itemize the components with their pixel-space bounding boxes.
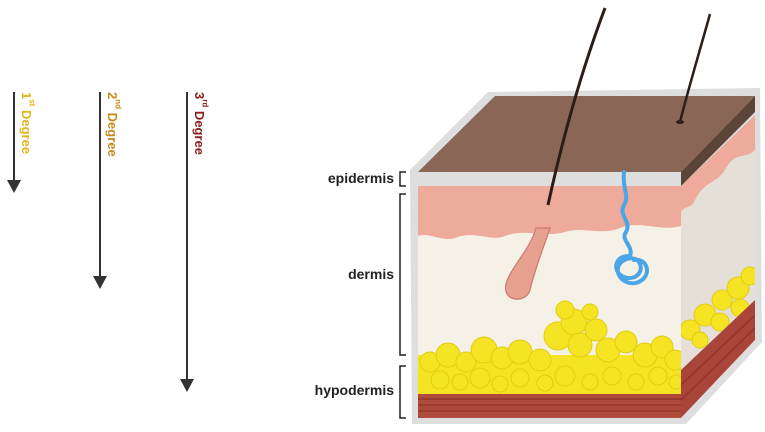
degree-label-3: 3rd Degree: [192, 92, 210, 155]
fat-layer: [418, 300, 681, 395]
skin-side-face: [681, 115, 755, 418]
degree-arrow-1: [7, 92, 21, 193]
hypodermis-muscle: [418, 394, 681, 418]
skin-front-face: [418, 186, 681, 418]
degree-label-2: 2nd Degree: [105, 92, 123, 157]
label-epidermis: epidermis: [327, 170, 394, 186]
degree-arrow-2: [93, 92, 107, 289]
degree-label-1: 1st Degree: [19, 92, 37, 155]
hair-strands: [546, 7, 712, 206]
degree-suffix: st: [27, 99, 37, 107]
degree-number: 2: [105, 92, 120, 100]
degree-word: Degree: [192, 110, 207, 155]
bracket-hypodermis: [399, 365, 406, 419]
degree-suffix: rd: [200, 99, 210, 108]
degree-word: Degree: [105, 112, 120, 157]
bracket-epidermis: [399, 171, 406, 187]
degree-number: 1: [19, 92, 34, 100]
label-dermis: dermis: [348, 266, 394, 282]
degree-word: Degree: [19, 109, 34, 155]
dermis-upper-band: [418, 186, 681, 239]
degree-arrow-3: [180, 92, 194, 392]
hair-follicle: [505, 227, 551, 300]
degree-suffix: nd: [113, 99, 123, 110]
degree-number: 3: [192, 92, 207, 100]
bracket-dermis: [399, 193, 406, 356]
sweat-gland: [614, 170, 650, 286]
label-hypodermis: hypodermis: [314, 382, 394, 398]
epidermis-top-face: [418, 96, 755, 172]
